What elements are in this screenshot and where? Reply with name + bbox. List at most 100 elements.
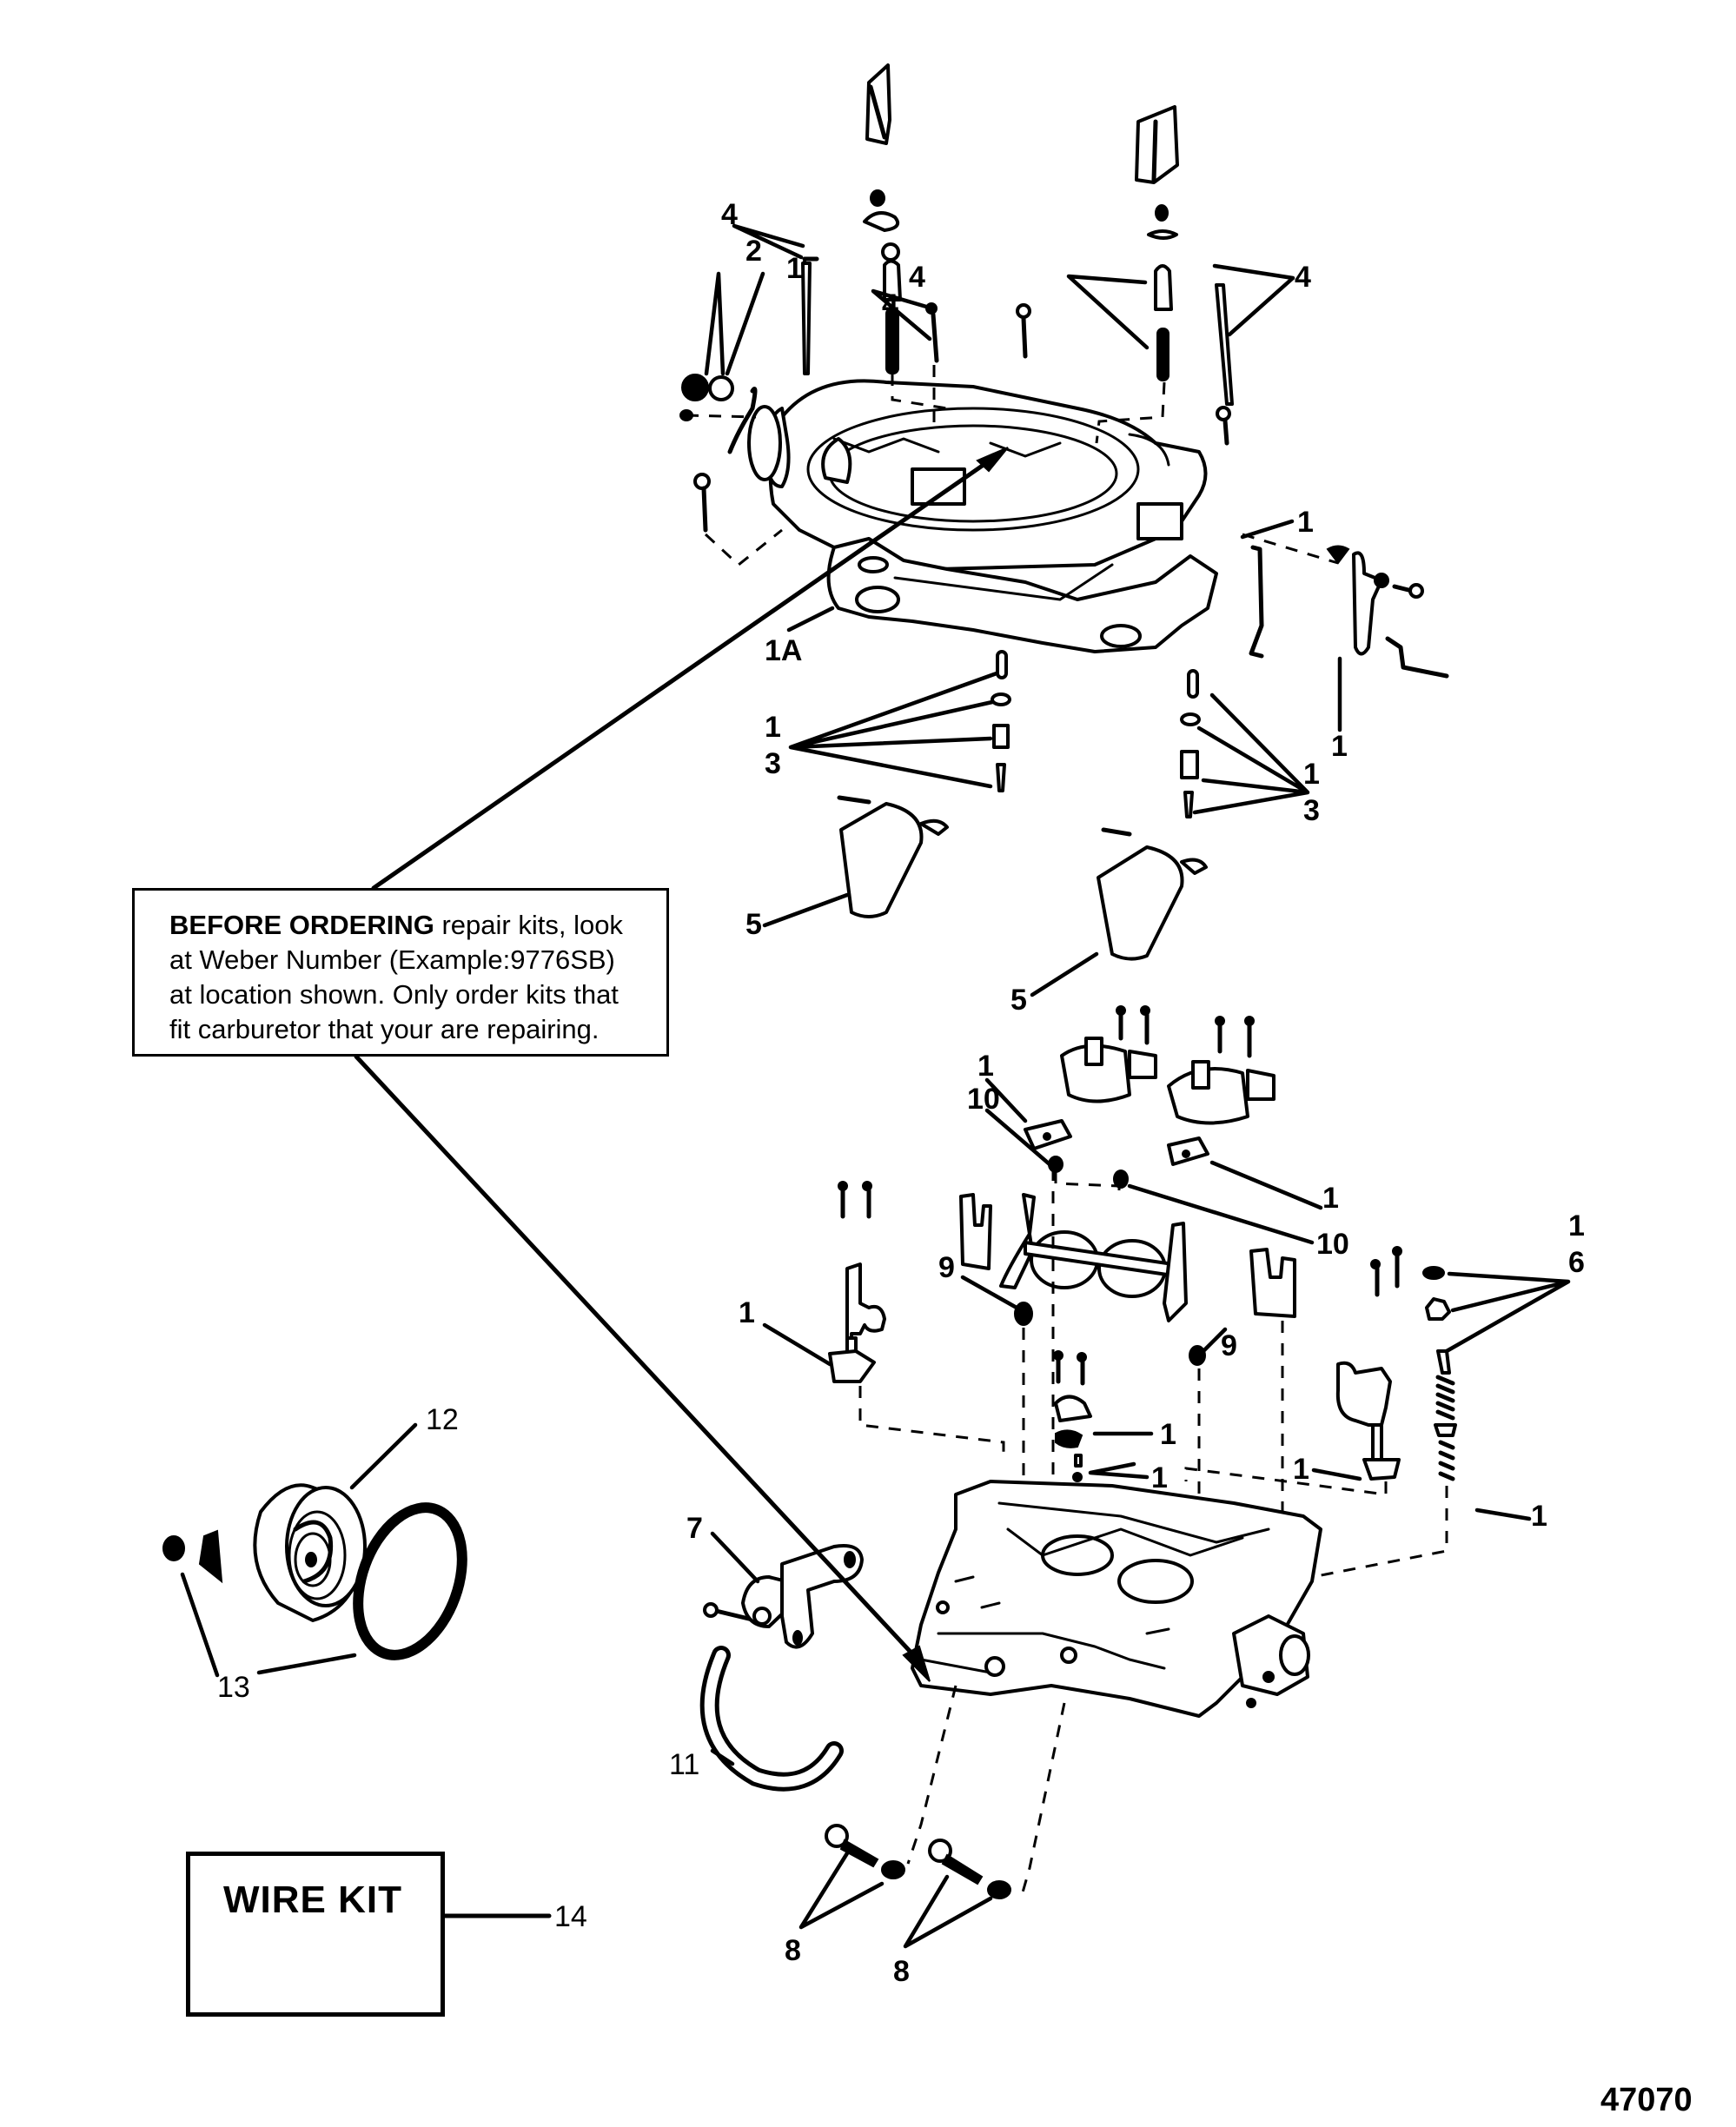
pump-link-clip-right (1147, 204, 1178, 240)
idle-mixture-screw-right (928, 1839, 1011, 1899)
alignment-line (1184, 1467, 1388, 1496)
thermostat-gasket (353, 1502, 467, 1660)
choke-plate-left (865, 63, 891, 145)
callout-14: 14 (554, 1900, 587, 1933)
metering-rod-bracket-right (1249, 1248, 1296, 1318)
callout-leaders (180, 223, 1571, 1949)
callout-13: 13 (217, 1671, 250, 1704)
jet-9-right (1189, 1345, 1206, 1366)
callout-4: 4 (882, 288, 898, 321)
alignment-line (704, 528, 783, 567)
callout-1: 1 (1322, 1182, 1339, 1215)
metering-rod-right (1215, 283, 1234, 406)
idle-mixture-screw-left (825, 1824, 905, 1879)
callout-8: 8 (893, 1955, 910, 1988)
note-leader-top (371, 456, 995, 891)
alignment-line (1054, 1171, 1121, 1192)
air-horn-body (768, 379, 1208, 571)
note-line-1-rest: repair kits, look (434, 910, 623, 940)
choke-thermostat-cover (253, 1483, 367, 1622)
accelerator-pump-left (1060, 1005, 1157, 1103)
callout-3: 3 (1303, 794, 1320, 827)
arrowhead-bottom (902, 1645, 931, 1682)
air-horn-gasket (826, 537, 1218, 653)
callout-1: 1 (1568, 1209, 1585, 1242)
fitting-2 (680, 374, 758, 454)
callout-labels: 2 1 4 4 4 4 1 1A 1 1 3 1 3 5 5 1 10 1 10… (217, 198, 1585, 1988)
float-right (1097, 827, 1208, 961)
alignment-line (858, 1386, 1005, 1460)
wire-kit-label: WIRE KIT (223, 1879, 402, 1921)
idle-speed-screw (1422, 1266, 1457, 1481)
figure-number: 47070 (1600, 2082, 1693, 2118)
callout-3: 3 (765, 747, 781, 780)
note-line-3: at location shown. Only order kits that (169, 979, 619, 1010)
metering-rod-bracket-left (959, 1193, 992, 1270)
callout-4: 4 (1295, 261, 1311, 294)
screws-center (1053, 1350, 1087, 1386)
vacuum-hose (699, 1646, 844, 1792)
callout-4: 4 (721, 198, 738, 231)
alignment-line (1019, 1702, 1066, 1899)
jet-9-left (1014, 1302, 1033, 1326)
callout-5: 5 (1010, 984, 1027, 1017)
callout-1: 1 (1303, 758, 1320, 791)
throttle-body (911, 1480, 1322, 1718)
callout-9: 9 (1221, 1329, 1237, 1362)
callout-1: 1 (1160, 1418, 1176, 1451)
check-ball-parts (1054, 1395, 1092, 1482)
metering-rod-left (801, 256, 819, 375)
accelerator-pump-right (1167, 1016, 1275, 1125)
note-leader-bottom (354, 1054, 922, 1664)
wire-kit-box: WIRE KIT (186, 1852, 445, 2017)
callout-9: 9 (938, 1251, 955, 1284)
choke-pull-off (703, 1544, 864, 1649)
callout-1: 1 (739, 1296, 755, 1329)
pump-link-clip-left (863, 189, 900, 262)
choke-valve-shaft (999, 1193, 1188, 1322)
alignment-line (1311, 1486, 1448, 1579)
ordering-note: BEFORE ORDERING repair kits, look at Web… (132, 888, 669, 1057)
retainer-screw (162, 1529, 223, 1584)
callout-1A: 1A (765, 634, 802, 667)
callout-1: 1 (977, 1050, 994, 1083)
screws-mid-right (1370, 1246, 1402, 1297)
callout-2: 2 (745, 235, 762, 268)
jet-right-10 (1113, 1170, 1129, 1189)
callout-6: 6 (1568, 1246, 1585, 1279)
alignment-line (906, 1685, 957, 1865)
float-left (837, 795, 949, 918)
callout-1: 1 (1293, 1453, 1309, 1486)
choke-lever-housing (747, 405, 791, 488)
step-up-gasket-right (1167, 1136, 1209, 1166)
callout-1: 1 (1151, 1461, 1168, 1494)
screw-top-right (1016, 303, 1031, 359)
screws-mid-left (838, 1181, 872, 1219)
callout-4: 4 (909, 261, 925, 294)
note-line-1: BEFORE ORDERING repair kits, look (169, 908, 656, 943)
screw-top-far-right (1216, 406, 1231, 446)
callout-1: 1 (765, 711, 781, 744)
step-up-piston-right (1154, 264, 1173, 381)
pump-plunger-right (1335, 1361, 1401, 1481)
callout-7: 7 (686, 1512, 703, 1545)
note-line-2: at Weber Number (Example:9776SB) (169, 944, 615, 975)
callout-8: 8 (785, 1934, 801, 1967)
alignment-line (1242, 533, 1339, 565)
callout-1: 1 (1531, 1500, 1547, 1533)
choke-plate-right (1135, 105, 1179, 184)
needle-seat-left (991, 650, 1011, 792)
screw-air-horn-left (693, 473, 711, 533)
step-up-gasket-left (1024, 1119, 1072, 1150)
note-bold-lead: BEFORE ORDERING (169, 910, 434, 940)
callout-10: 10 (967, 1083, 1000, 1116)
callout-11: 11 (669, 1748, 699, 1781)
alignment-line (686, 414, 757, 419)
callout-10: 10 (1316, 1228, 1349, 1261)
pump-gasket-left (828, 1349, 876, 1383)
note-line-4: fit carburetor that your are repairing. (169, 1014, 600, 1044)
callout-1: 1 (786, 252, 803, 285)
callout-12: 12 (426, 1403, 459, 1436)
fast-idle-linkage (1249, 545, 1449, 679)
